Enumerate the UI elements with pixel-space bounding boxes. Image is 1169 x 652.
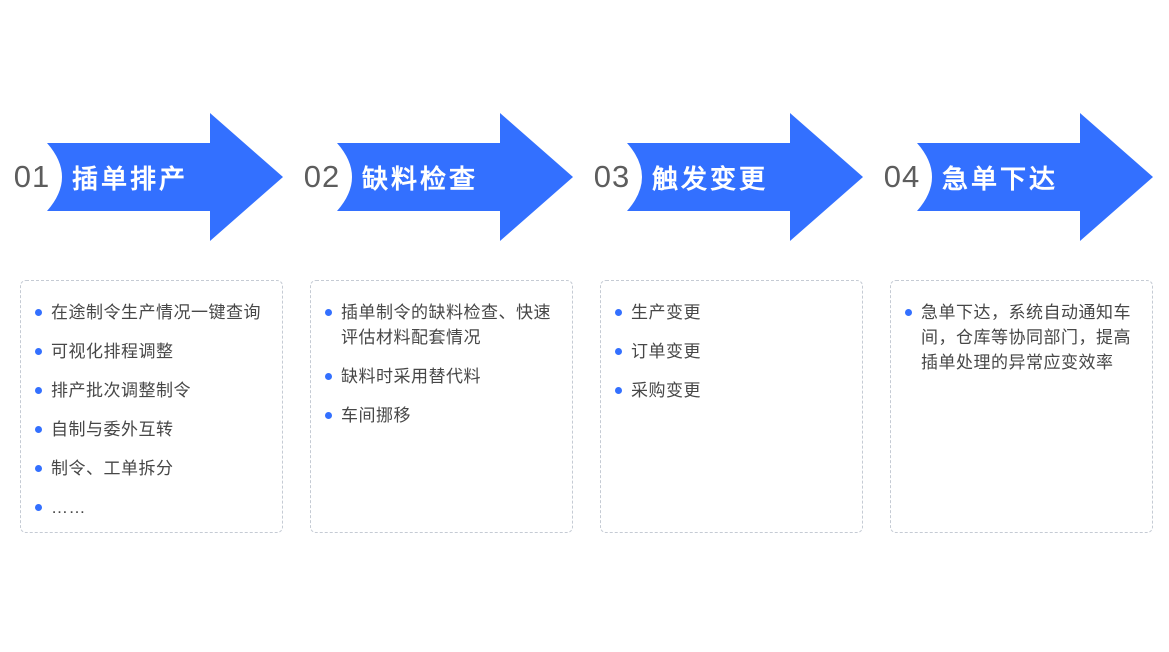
step-1: 01 插单排产 在途制令生产情况一键查询 可视化排程调整 排产批次调整制令 自制…: [14, 113, 283, 533]
step-3-arrow-row: 03 触发变更: [594, 113, 863, 241]
list-item-text: 自制与委外互转: [51, 420, 174, 439]
list-item: 插单制令的缺料检查、快速评估材料配套情况: [325, 300, 564, 350]
list-item: 缺料时采用替代料: [325, 364, 564, 389]
list-item-text: 订单变更: [631, 342, 701, 361]
step-3-detail-box: 生产变更 订单变更 采购变更: [600, 280, 863, 533]
list-item: 订单变更: [615, 339, 854, 364]
list-item: ……: [35, 495, 274, 520]
list-item-text: 缺料时采用替代料: [341, 367, 481, 386]
list-item-text: ……: [51, 498, 86, 517]
step-1-arrow-row: 01 插单排产: [14, 113, 283, 241]
step-2-detail-box: 插单制令的缺料检查、快速评估材料配套情况 缺料时采用替代料 车间挪移: [310, 280, 573, 533]
step-4-detail-box: 急单下达，系统自动通知车间，仓库等协同部门，提高插单处理的异常应变效率: [890, 280, 1153, 533]
list-item-text: 可视化排程调整: [51, 342, 174, 361]
arrow-right-icon: [47, 113, 283, 241]
list-item: 自制与委外互转: [35, 417, 274, 442]
step-3-number: 03: [593, 159, 631, 194]
bullet-dot-icon: [35, 426, 42, 433]
list-item-text: 制令、工单拆分: [51, 459, 174, 478]
list-item: 车间挪移: [325, 403, 564, 428]
bullet-dot-icon: [325, 373, 332, 380]
step-2: 02 缺料检查 插单制令的缺料检查、快速评估材料配套情况 缺料时采用替代料 车间…: [304, 113, 573, 533]
list-item-text: 插单制令的缺料检查、快速评估材料配套情况: [341, 303, 551, 347]
arrow-right-icon: [917, 113, 1153, 241]
step-4-bullet-list: 急单下达，系统自动通知车间，仓库等协同部门，提高插单处理的异常应变效率: [905, 300, 1144, 375]
list-item: 制令、工单拆分: [35, 456, 274, 481]
list-item-text: 采购变更: [631, 381, 701, 400]
list-item-text: 车间挪移: [341, 406, 411, 425]
list-item-text: 生产变更: [631, 303, 701, 322]
bullet-dot-icon: [615, 387, 622, 394]
step-1-bullet-list: 在途制令生产情况一键查询 可视化排程调整 排产批次调整制令 自制与委外互转 制令…: [35, 300, 274, 520]
step-2-number: 02: [303, 159, 341, 194]
step-3: 03 触发变更 生产变更 订单变更 采购变更: [594, 113, 863, 533]
bullet-dot-icon: [35, 504, 42, 511]
list-item: 生产变更: [615, 300, 854, 325]
list-item: 在途制令生产情况一键查询: [35, 300, 274, 325]
step-2-arrow-row: 02 缺料检查: [304, 113, 573, 241]
arrow-right-icon: [627, 113, 863, 241]
list-item-text: 急单下达，系统自动通知车间，仓库等协同部门，提高插单处理的异常应变效率: [921, 303, 1131, 372]
list-item: 可视化排程调整: [35, 339, 274, 364]
step-2-bullet-list: 插单制令的缺料检查、快速评估材料配套情况 缺料时采用替代料 车间挪移: [325, 300, 564, 428]
bullet-dot-icon: [615, 309, 622, 316]
bullet-dot-icon: [35, 387, 42, 394]
bullet-dot-icon: [35, 465, 42, 472]
bullet-dot-icon: [325, 309, 332, 316]
step-3-bullet-list: 生产变更 订单变更 采购变更: [615, 300, 854, 403]
step-4: 04 急单下达 急单下达，系统自动通知车间，仓库等协同部门，提高插单处理的异常应…: [884, 113, 1153, 533]
list-item-text: 排产批次调整制令: [51, 381, 191, 400]
list-item: 急单下达，系统自动通知车间，仓库等协同部门，提高插单处理的异常应变效率: [905, 300, 1144, 375]
steps-container: 01 插单排产 在途制令生产情况一键查询 可视化排程调整 排产批次调整制令 自制…: [14, 113, 1153, 533]
step-4-arrow-row: 04 急单下达: [884, 113, 1153, 241]
list-item: 采购变更: [615, 378, 854, 403]
list-item-text: 在途制令生产情况一键查询: [51, 303, 261, 322]
list-item: 排产批次调整制令: [35, 378, 274, 403]
bullet-dot-icon: [325, 412, 332, 419]
step-1-detail-box: 在途制令生产情况一键查询 可视化排程调整 排产批次调整制令 自制与委外互转 制令…: [20, 280, 283, 533]
arrow-right-icon: [337, 113, 573, 241]
bullet-dot-icon: [35, 309, 42, 316]
bullet-dot-icon: [905, 309, 912, 316]
bullet-dot-icon: [35, 348, 42, 355]
bullet-dot-icon: [615, 348, 622, 355]
step-1-number: 01: [13, 159, 51, 194]
step-4-number: 04: [883, 159, 921, 194]
